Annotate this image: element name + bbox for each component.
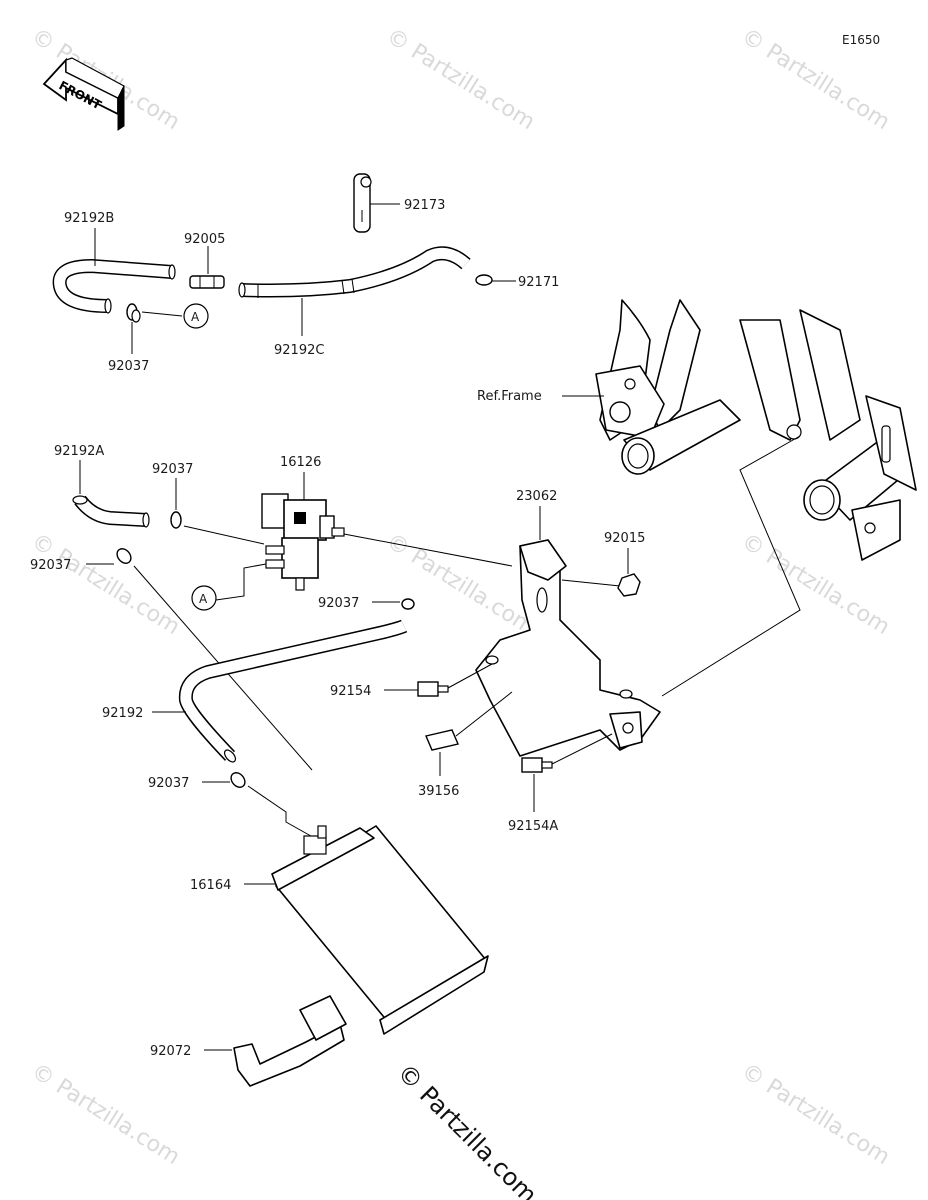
- diagram-code: E1650: [842, 33, 880, 47]
- watermark: © Partzilla.com: [27, 1059, 184, 1170]
- clamp-92037-low: [230, 772, 246, 788]
- bracket-23062: [475, 539, 661, 757]
- label-92072: 92072: [150, 1044, 191, 1059]
- label-92015: 92015: [604, 531, 645, 546]
- label-92192B: 92192B: [64, 211, 114, 226]
- label-16164: 16164: [190, 878, 231, 893]
- hose-92192A: [72, 495, 150, 528]
- band-92072: [233, 995, 347, 1087]
- nut-92015: [617, 573, 641, 597]
- clamp-92037-right: [401, 598, 415, 610]
- valve-16126: [261, 493, 345, 591]
- bolt-92154A: [521, 757, 553, 773]
- clamp-92037-top: [126, 303, 141, 323]
- label-ref-frame: Ref.Frame: [477, 389, 542, 404]
- watermark: © Partzilla.com: [737, 1059, 894, 1170]
- label-92173: 92173: [404, 198, 445, 213]
- label-92192C: 92192C: [274, 343, 324, 358]
- background-watermarks: © Partzilla.com © Partzilla.com © Partzi…: [27, 24, 894, 1170]
- label-92037-mid: 92037: [152, 462, 193, 477]
- partzilla-watermark: © Partzilla.com: [392, 1058, 543, 1200]
- plate-92173: [353, 173, 372, 233]
- clamp-92037-mid: [170, 511, 182, 529]
- callout-a-mid: A: [191, 585, 217, 611]
- pad-39156: [425, 729, 459, 751]
- label-92154A: 92154A: [508, 819, 558, 834]
- watermark: © Partzilla.com: [382, 24, 539, 135]
- clip-92171: [475, 274, 493, 286]
- bolt-92154: [417, 681, 449, 697]
- joint-92005: [189, 275, 225, 289]
- watermark: © Partzilla.com: [27, 529, 184, 640]
- hose-92192B: [52, 258, 176, 314]
- label-92037-low: 92037: [148, 776, 189, 791]
- label-16126: 16126: [280, 455, 321, 470]
- label-92037-left: 92037: [30, 558, 71, 573]
- label-92171: 92171: [518, 275, 559, 290]
- label-92037-right: 92037: [318, 596, 359, 611]
- callout-a-label: A: [191, 310, 200, 324]
- label-39156: 39156: [418, 784, 459, 799]
- clamp-92037-left: [116, 548, 132, 564]
- callout-a-top: A: [183, 303, 209, 329]
- label-92192: 92192: [102, 706, 143, 721]
- label-92037-top: 92037: [108, 359, 149, 374]
- frame-reference: [595, 299, 917, 561]
- label-92192A: 92192A: [54, 444, 104, 459]
- label-23062: 23062: [516, 489, 557, 504]
- label-92005: 92005: [184, 232, 225, 247]
- hose-92192: [178, 619, 408, 763]
- callout-a-label: A: [199, 592, 208, 606]
- hose-92192C: [238, 246, 471, 298]
- canister-16164: [271, 825, 489, 1035]
- label-92154: 92154: [330, 684, 371, 699]
- front-arrow-icon: FRONT: [42, 57, 125, 131]
